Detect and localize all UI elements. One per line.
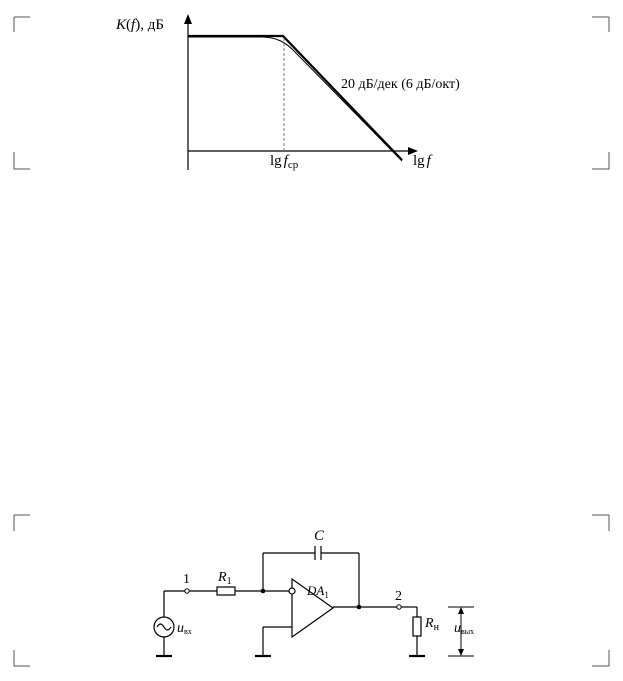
sine-wave-icon — [156, 623, 172, 631]
crop-mark-top-left — [13, 16, 30, 32]
opamp-triangle — [291, 577, 335, 639]
opamp-label: DA1 — [306, 583, 329, 600]
crop-mark-bottom-right — [592, 650, 610, 667]
terminal-1 — [184, 588, 190, 594]
inverting-input-circle — [288, 587, 296, 595]
asymptotic-response — [188, 34, 403, 161]
y-axis-label: K(f), дБ — [115, 17, 164, 33]
node-2-label: 2 — [395, 589, 402, 604]
crop-mark-top-right — [592, 16, 610, 32]
integrator-circuit: uвх 1 R1 C DA1 2 — [153, 528, 474, 658]
crop-mark-mid-right — [592, 152, 610, 170]
actual-response — [188, 36, 403, 162]
terminal-2 — [396, 604, 402, 610]
junction-output — [356, 604, 362, 610]
crop-mark-lower-right — [592, 514, 610, 531]
resistor-r1-label: R1 — [217, 570, 232, 587]
x-axis-arrow-icon — [408, 147, 418, 155]
crop-mark-mid-left — [13, 152, 30, 170]
crop-mark-bottom-left — [13, 650, 30, 667]
resistor-load — [412, 616, 422, 637]
output-dim-arrow-up-icon — [458, 607, 464, 614]
capacitor-label: C — [314, 528, 325, 544]
crop-mark-lower-left — [13, 514, 30, 531]
y-axis-arrow-icon — [184, 14, 192, 24]
resistor-r1 — [216, 586, 236, 596]
crop-marks — [13, 16, 610, 667]
output-dim-arrow-down-icon — [458, 649, 464, 656]
load-resistor-label: Rн — [424, 616, 440, 633]
node-1-label: 1 — [183, 572, 190, 587]
slope-label: 20 дБ/дек (6 дБ/окт) — [341, 77, 460, 92]
output-voltage-label: uвых — [454, 621, 474, 636]
input-voltage-label: uвх — [177, 621, 192, 636]
